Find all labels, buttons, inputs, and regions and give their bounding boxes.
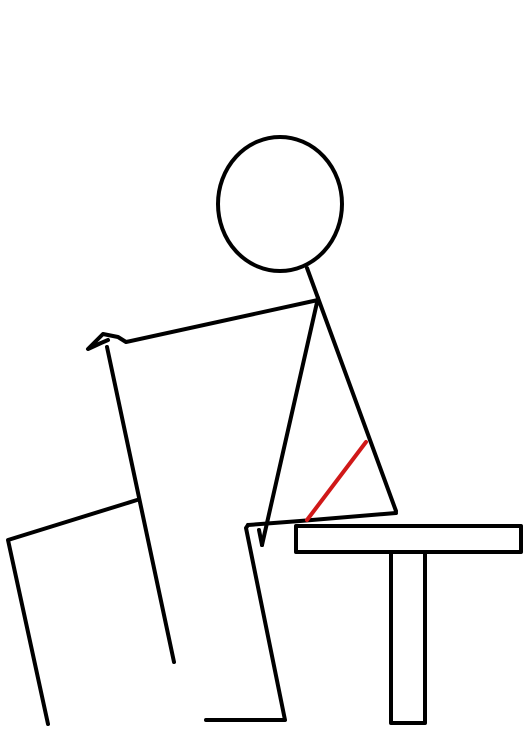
table-top — [296, 526, 521, 552]
table-leg — [391, 552, 425, 723]
leg — [206, 525, 285, 720]
hip-mark — [259, 530, 262, 545]
chair-seat — [8, 500, 137, 724]
torso-front — [318, 298, 396, 511]
neck — [307, 268, 318, 298]
torso-back — [262, 298, 318, 545]
angle-marker — [307, 442, 366, 520]
head — [218, 137, 342, 271]
arm — [88, 300, 318, 349]
